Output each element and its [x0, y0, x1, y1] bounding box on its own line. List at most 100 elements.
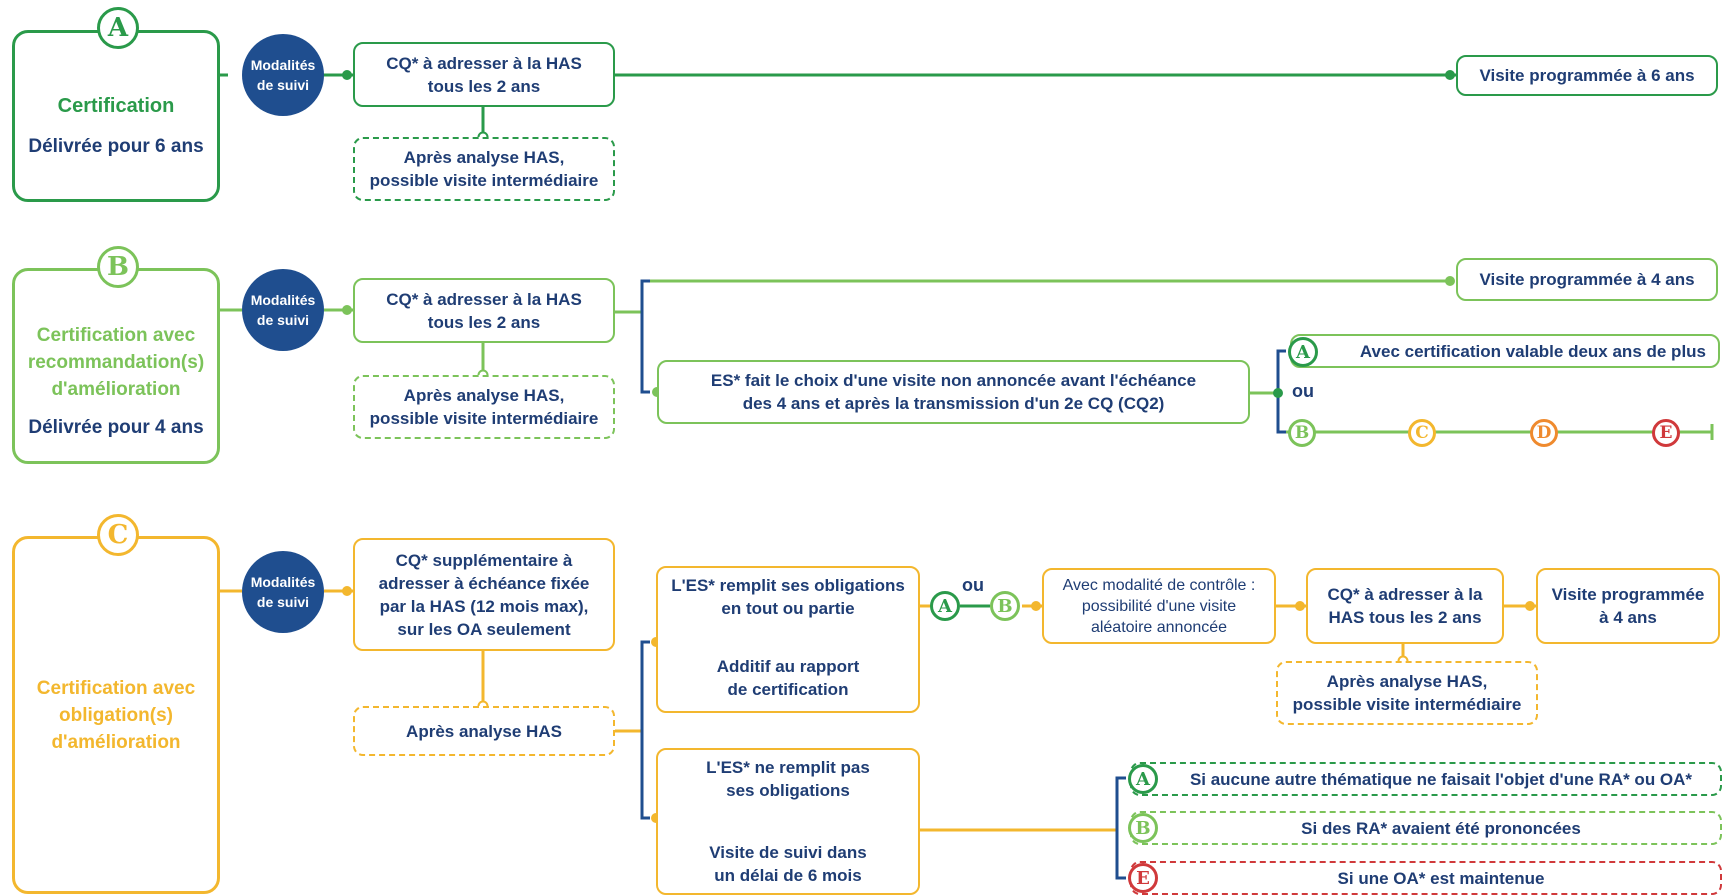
- analyse-line2: possible visite intermédiaire: [369, 409, 599, 428]
- outcome-a-letter: A: [1136, 768, 1150, 790]
- chain-d-badge: D: [1530, 419, 1558, 447]
- section-b-letter-badge: B: [97, 246, 139, 288]
- chain-e-letter: E: [1659, 423, 1673, 443]
- cq-line2: adresser à échéance fixée: [378, 573, 590, 593]
- section-a-card: Certification Délivrée pour 6 ans: [12, 30, 220, 202]
- section-a-cq-box: CQ* à adresser à la HAS tous les 2 ans: [353, 42, 615, 107]
- outcome-b-box: Si des RA* avaient été prononcées: [1130, 811, 1722, 845]
- section-c-cq-box: CQ* supplémentaire à adresser à échéance…: [353, 538, 615, 651]
- section-c-nonremplit-box: L'ES* ne remplit pas ses obligations Vis…: [656, 748, 920, 895]
- outcome-a-text: Si aucune autre thématique ne faisait l'…: [1189, 769, 1693, 789]
- controle-line3: aléatoire annoncée: [1090, 618, 1228, 636]
- analyse-line1: Après analyse HAS,: [403, 386, 565, 405]
- cq-line4: sur les OA seulement: [397, 619, 571, 639]
- section-c-analyse2-box: Après analyse HAS, possible visite inter…: [1276, 661, 1538, 725]
- c-option-b-badge: B: [990, 591, 1020, 621]
- section-c-visite-box: Visite programmée à 4 ans: [1536, 568, 1720, 644]
- outcome-b-badge: B: [1128, 813, 1158, 843]
- analyse2-line2: possible visite intermédiaire: [1292, 695, 1522, 714]
- section-b-es-box: ES* fait le choix d'une visite non annon…: [657, 360, 1250, 424]
- analyse-line2: possible visite intermédiaire: [369, 171, 599, 190]
- modalites-line1: Modalités: [250, 57, 316, 73]
- analyse-line1: Après analyse HAS,: [403, 148, 565, 167]
- section-b-title-line2: recommandation(s): [27, 351, 205, 373]
- chain-b-letter: B: [1294, 423, 1310, 443]
- cq2-line2: HAS tous les 2 ans: [1328, 608, 1482, 627]
- section-c-analyse-box: Après analyse HAS: [353, 706, 615, 756]
- modalites-line2: de suivi: [256, 594, 310, 610]
- outcome-e-box: Si une OA* est maintenue: [1130, 861, 1722, 895]
- controle-line2: possibilité d'une visite: [1081, 597, 1237, 615]
- section-c-letter: C: [107, 520, 129, 550]
- cq2-line1: CQ* à adresser à la: [1327, 585, 1483, 604]
- section-b-visite-box: Visite programmée à 4 ans: [1456, 258, 1718, 301]
- section-c-modalites: Modalités de suivi: [242, 551, 324, 633]
- c-option-a-letter: A: [938, 595, 952, 617]
- modalites-line2: de suivi: [256, 77, 310, 93]
- remplit-line2: en tout ou partie: [721, 599, 855, 618]
- section-c-card: Certification avec obligation(s) d'améli…: [12, 536, 220, 894]
- option-a-letter: A: [1296, 341, 1310, 363]
- cq-line3: par la HAS (12 mois max),: [379, 596, 589, 616]
- section-b-modalites: Modalités de suivi: [242, 269, 324, 351]
- section-b-cq-box: CQ* à adresser à la HAS tous les 2 ans: [353, 278, 615, 343]
- section-c-cq2-box: CQ* à adresser à la HAS tous les 2 ans: [1306, 568, 1504, 644]
- option-a-badge: A: [1288, 337, 1318, 367]
- c-option-a-badge: A: [930, 591, 960, 621]
- modalites-line2: de suivi: [256, 312, 310, 328]
- additif-line2: de certification: [727, 680, 849, 699]
- section-c-letter-badge: C: [97, 514, 139, 556]
- section-a-letter-badge: A: [97, 7, 139, 49]
- section-b-option-a-box: Avec certification valable deux ans de p…: [1290, 334, 1720, 368]
- visite-4-ans: Visite programmée à 4 ans: [1479, 270, 1695, 289]
- section-a-letter: A: [107, 13, 129, 43]
- chain-c-letter: C: [1415, 423, 1429, 443]
- ou-label-b: ou: [1292, 381, 1314, 401]
- section-c-title-line3: d'amélioration: [51, 731, 181, 753]
- section-b-title-line3: d'amélioration: [51, 378, 181, 400]
- remplit-line1: L'ES* remplit ses obligations: [671, 576, 905, 595]
- section-b-analyse-box: Après analyse HAS, possible visite inter…: [353, 375, 615, 439]
- c-option-b-letter: B: [997, 595, 1013, 617]
- visite-line1: Visite programmée: [1551, 585, 1705, 604]
- analyse-text: Après analyse HAS: [406, 721, 562, 741]
- cq-line1: CQ* supplémentaire à: [395, 550, 573, 570]
- suivi-line2: un délai de 6 mois: [714, 866, 862, 885]
- chain-b-badge: B: [1288, 419, 1316, 447]
- section-c-title-line2: obligation(s): [59, 704, 173, 726]
- section-b-subtitle: Délivrée pour 4 ans: [28, 416, 204, 438]
- suivi-line1: Visite de suivi dans: [709, 843, 867, 862]
- section-a-analyse-box: Après analyse HAS, possible visite inter…: [353, 137, 615, 201]
- outcome-e-badge: E: [1128, 863, 1158, 893]
- outcome-b-text: Si des RA* avaient été prononcées: [1301, 818, 1581, 838]
- modalites-line1: Modalités: [250, 292, 316, 308]
- cq-line1: CQ* à adresser à la HAS: [386, 53, 582, 73]
- modalites-line1: Modalités: [250, 574, 316, 590]
- section-a-modalites: Modalités de suivi: [242, 34, 324, 116]
- section-c-title-line1: Certification avec: [36, 677, 196, 699]
- outcome-e-letter: E: [1136, 867, 1150, 889]
- outcome-e-text: Si une OA* est maintenue: [1337, 868, 1545, 888]
- chain-c-badge: C: [1408, 419, 1436, 447]
- section-a-visite-box: Visite programmée à 6 ans: [1456, 55, 1718, 96]
- section-c-controle-box: Avec modalité de contrôle : possibilité …: [1042, 568, 1276, 644]
- visite-line2: à 4 ans: [1599, 608, 1657, 627]
- cq-line2: tous les 2 ans: [427, 312, 541, 332]
- chain-d-letter: D: [1536, 423, 1552, 443]
- outcome-a-badge: A: [1128, 764, 1158, 794]
- chain-e-badge: E: [1652, 419, 1680, 447]
- section-a-subtitle: Délivrée pour 6 ans: [28, 135, 204, 157]
- option-a-text: Avec certification valable deux ans de p…: [1359, 341, 1706, 361]
- visite-6-ans: Visite programmée à 6 ans: [1479, 66, 1695, 85]
- es-line2: des 4 ans et après la transmission d'un …: [742, 394, 1165, 413]
- cq-line2: tous les 2 ans: [427, 76, 541, 96]
- section-b-title-line1: Certification avec: [36, 324, 196, 346]
- cq-line1: CQ* à adresser à la HAS: [386, 289, 582, 309]
- outcome-b-letter: B: [1135, 817, 1151, 839]
- additif-line1: Additif au rapport: [716, 657, 860, 676]
- es-line1: ES* fait le choix d'une visite non annon…: [710, 371, 1197, 390]
- section-a-title: Certification: [57, 94, 175, 117]
- controle-line1: Avec modalité de contrôle :: [1062, 576, 1256, 594]
- analyse2-line1: Après analyse HAS,: [1326, 672, 1488, 691]
